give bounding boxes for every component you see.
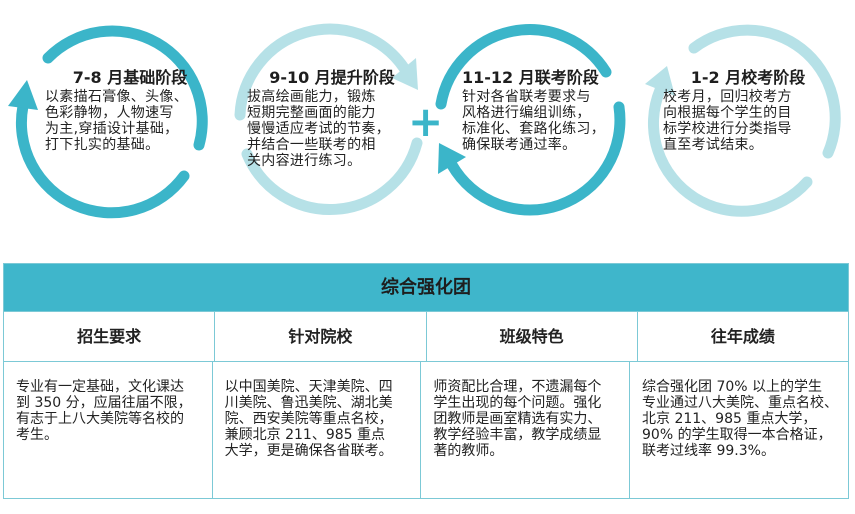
cell-text: 北京 211、985 重点大学， bbox=[642, 411, 817, 427]
ring-arc-stage-4 bbox=[648, 84, 813, 217]
stage-text: 短期完整画面的能力 bbox=[247, 105, 376, 121]
stage-text: 色彩静物，人物速写 bbox=[45, 105, 174, 121]
stage-text: 并结合一些联考的相 bbox=[247, 137, 376, 153]
cell-text: 团教师是画室精选有实力、 bbox=[433, 411, 602, 427]
cell-requirements: 专业有一定基础，文化课达 到 350 分，应届往届不限， 有志于上八大美院等名校… bbox=[4, 361, 212, 498]
cell-past-results: 综合强化团 70% 以上的学生 专业通过八大美院、重点名校、 北京 211、98… bbox=[629, 361, 849, 498]
cell-text: 综合强化团 70% 以上的学生 bbox=[642, 379, 823, 395]
stage-text: 向根据每个学生的目 bbox=[663, 105, 792, 121]
ring-arc-stage-4 bbox=[688, 24, 841, 159]
stage-text: 标学校进行分类指导 bbox=[663, 121, 792, 137]
ring-arc-stage-2 bbox=[234, 23, 410, 121]
ring-arc-stage-3 bbox=[435, 24, 612, 110]
cell-text: 90% 的学生取得一本合格证， bbox=[642, 427, 832, 443]
header-target-schools: 针对院校 bbox=[214, 311, 426, 361]
stage-text: 以素描石膏像、头像、 bbox=[45, 89, 188, 105]
cell-text: 院、西安美院等重点名校， bbox=[224, 411, 393, 427]
ring-arc-stage-1 bbox=[42, 25, 208, 151]
cell-text: 教学经验丰富，教学成绩显 bbox=[433, 427, 602, 443]
header-past-results: 往年成绩 bbox=[636, 311, 848, 361]
stage-text: 确保联考通过率。 bbox=[462, 137, 577, 153]
cell-text: 大学，更是确保各省联考。 bbox=[224, 443, 393, 459]
stage-text: 直至考试结束。 bbox=[663, 137, 764, 153]
ring-arc-stage-3 bbox=[446, 101, 626, 216]
header-class-features: 班级特色 bbox=[425, 311, 637, 361]
stage-title: 11-12 月联考阶段 bbox=[462, 68, 599, 87]
cell-target-schools: 以中国美院、天津美院、四 川美院、鲁迅美院、湖北美 院、西安美院等重点名校， 兼… bbox=[211, 361, 421, 498]
arrow-up-left-icon bbox=[438, 143, 466, 174]
cell-text: 联考过线率 99.3%。 bbox=[642, 443, 775, 459]
arrow-up-icon bbox=[645, 66, 675, 96]
stage-text: 标准化、套路化练习， bbox=[462, 121, 605, 137]
stage-november-december: 11-12 月联考阶段 针对各省联考要求与 风格进行编组训练， 标准化、套路化练… bbox=[462, 68, 632, 153]
cell-text: 川美院、鲁迅美院、湖北美 bbox=[224, 395, 393, 411]
stage-title: 1-2 月校考阶段 bbox=[690, 68, 806, 87]
arrow-down-icon bbox=[392, 58, 418, 90]
cell-text: 兼顾北京 211、985 重点 bbox=[224, 427, 386, 443]
stage-text: 拔高绘画能力，锻炼 bbox=[247, 89, 376, 105]
plus-icon: + bbox=[408, 97, 444, 146]
cell-text: 有志于上八大美院等名校的 bbox=[16, 411, 184, 427]
stage-text: 校考月，回归校考方 bbox=[663, 89, 792, 105]
stage-text: 风格进行编组训练， bbox=[462, 105, 591, 121]
stage-title: 7-8 月基础阶段 bbox=[72, 68, 188, 87]
stage-text: 为主,穿插设计基础， bbox=[45, 121, 179, 137]
table-row: 专业有一定基础，文化课达 到 350 分，应届往届不限， 有志于上八大美院等名校… bbox=[4, 361, 849, 498]
stage-title: 9-10 月提升阶段 bbox=[269, 68, 395, 87]
program-table: 综合强化团 招生要求 针对院校 班级特色 往年成绩 专业有一定基础，文化课达 到… bbox=[3, 263, 849, 499]
stage-text: 关内容进行练习。 bbox=[247, 153, 362, 169]
arrow-up-icon bbox=[8, 80, 38, 110]
stage-january-february: 1-2 月校考阶段 校考月，回归校考方 向根据每个学生的目 标学校进行分类指导 … bbox=[663, 68, 833, 153]
stage-september-october: 9-10 月提升阶段 拔高绘画能力，锻炼 短期完整画面的能力 慢慢适应考试的节奏… bbox=[247, 68, 417, 169]
cell-text: 专业有一定基础，文化课达 bbox=[16, 379, 184, 395]
stage-cycle-graphic bbox=[8, 23, 841, 219]
cell-text: 到 350 分，应届往届不限， bbox=[16, 395, 192, 411]
stage-text: 慢慢适应考试的节奏， bbox=[247, 121, 390, 137]
header-requirements: 招生要求 bbox=[4, 311, 215, 361]
table-header-row: 招生要求 针对院校 班级特色 往年成绩 bbox=[4, 311, 848, 361]
cell-text: 师资配比合理，不遗漏每个 bbox=[433, 379, 602, 395]
cell-text: 以中国美院、天津美院、四 bbox=[224, 379, 393, 395]
cell-text: 考生。 bbox=[16, 427, 58, 443]
stage-july-august: 7-8 月基础阶段 以素描石膏像、头像、 色彩静物，人物速写 为主,穿插设计基础… bbox=[45, 68, 215, 153]
cell-class-features: 师资配比合理，不遗漏每个 学生出现的每个问题。强化 团教师是画室精选有实力、 教… bbox=[420, 361, 630, 498]
stage-text: 打下扎实的基础。 bbox=[45, 137, 160, 153]
table-title: 综合强化团 bbox=[4, 264, 848, 311]
cell-text: 专业通过八大美院、重点名校、 bbox=[642, 395, 839, 411]
cell-text: 学生出现的每个问题。强化 bbox=[433, 395, 602, 411]
ring-arc-stage-2 bbox=[241, 137, 423, 215]
cell-text: 著的教师。 bbox=[433, 443, 504, 459]
ring-arc-stage-1 bbox=[15, 100, 190, 219]
stage-text: 针对各省联考要求与 bbox=[462, 89, 591, 105]
